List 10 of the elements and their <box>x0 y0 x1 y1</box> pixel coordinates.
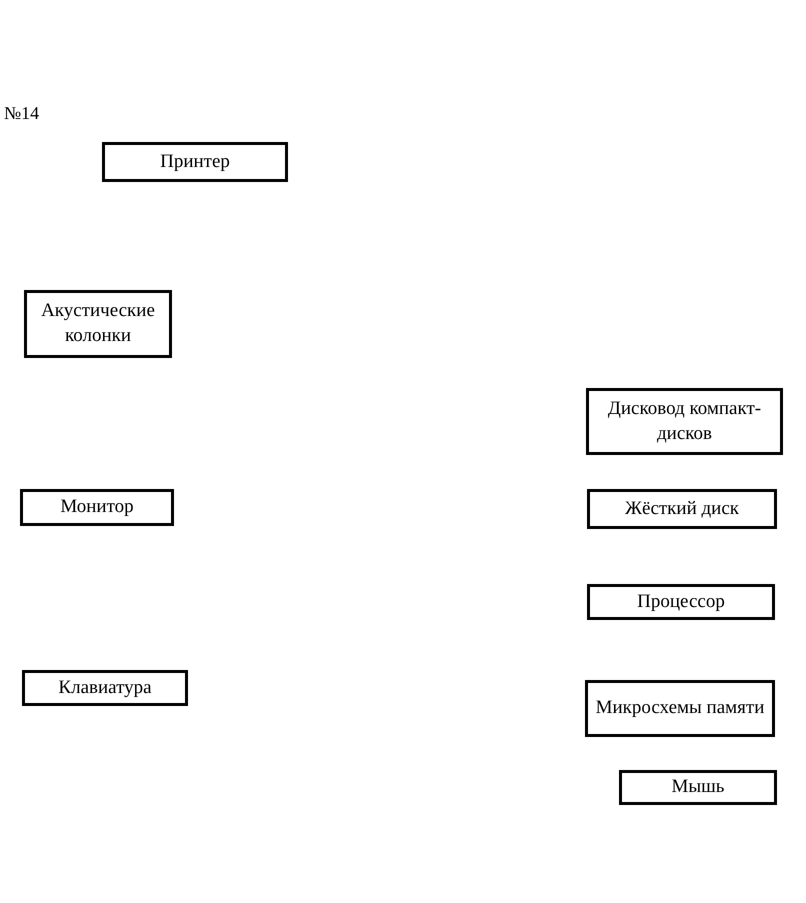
device-box: Микросхемы памяти <box>585 680 775 737</box>
device-box: Мышь <box>619 770 777 805</box>
device-box: Принтер <box>102 142 288 182</box>
task-number: №14 <box>4 103 40 124</box>
device-box: Монитор <box>20 489 174 526</box>
device-box: Процессор <box>587 584 775 620</box>
device-box: Клавиатура <box>22 670 188 706</box>
device-box: Акустические колонки <box>24 290 172 358</box>
device-box: Жёсткий диск <box>587 489 777 529</box>
device-box: Дисковод компакт-дисков <box>586 388 783 455</box>
